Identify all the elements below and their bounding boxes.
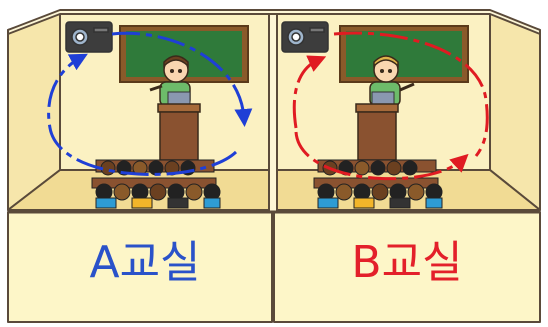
podium-b [355, 103, 399, 161]
students-a [91, 159, 221, 209]
airflow-arrows-b [292, 31, 489, 181]
front-wall-a [7, 211, 273, 323]
projector-icon-a [65, 21, 113, 53]
laptop-b [371, 91, 395, 105]
front-wall-b [273, 211, 541, 323]
room-b-contents [281, 21, 489, 209]
divider-wall [268, 9, 278, 216]
room-a-label: A교실 [89, 237, 201, 288]
projector-icon-b [281, 21, 329, 53]
podium-a [157, 103, 201, 161]
airflow-arrows-a [47, 31, 253, 176]
laptop-a [167, 91, 191, 105]
room-a-contents [47, 21, 253, 209]
top-frame [7, 9, 541, 35]
room-b-label: B교실 [351, 237, 463, 288]
students-b [313, 159, 443, 209]
